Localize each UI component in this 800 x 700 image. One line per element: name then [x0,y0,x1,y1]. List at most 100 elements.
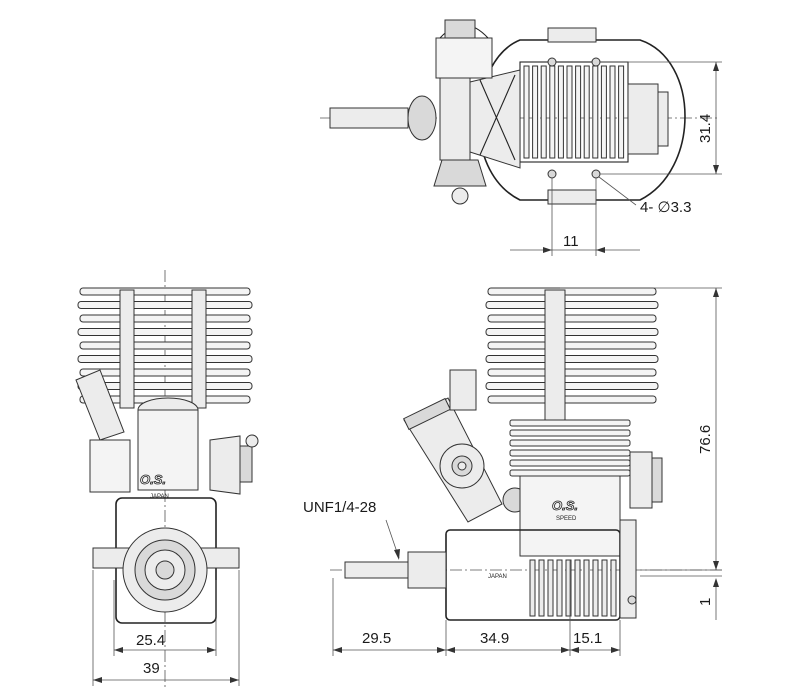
side-cyl-fin [509,429,631,437]
top-drive-washer [407,95,437,141]
top-backplate-cap [657,91,669,147]
side-case-rib [574,559,581,617]
side-case-ribs [529,559,617,617]
top-fin [575,65,582,159]
side-case-rib [601,559,608,617]
side-backplate-screw [627,595,637,605]
mount-hole [591,169,601,179]
mount-hole [591,57,601,67]
side-cyl-fin [509,469,631,477]
side-case-rib [583,559,590,617]
top-fin [566,65,573,159]
top-fin [583,65,590,159]
dim-arrow [446,647,455,653]
dim-arrow [611,647,620,653]
side-carb-screw-center [457,461,467,471]
top-fin [592,65,599,159]
side-carb-stack [449,369,477,411]
top-fin [600,65,607,159]
mount-hole [547,57,557,67]
front-fin [79,341,251,350]
top-fin [549,65,556,159]
dim-arrow [543,247,552,253]
front-head-rib [191,289,207,409]
side-case-rib [547,559,554,617]
front-needle-arm [75,369,125,441]
dim-arrow [570,647,579,653]
dim-arrow [114,647,123,653]
side-needle-cap [403,397,451,431]
side-front-housing [407,551,447,589]
side-fin [487,395,657,404]
side-backplate [619,519,637,619]
top-carb-needle [444,19,476,39]
front-fin [79,287,251,296]
front-side-fitting [209,435,241,495]
top-crankcase-rib2 [479,74,516,156]
side-cyl-fin [509,459,631,467]
side-exhaust-rim [651,457,663,503]
side-fin [485,355,659,363]
dim-arrow [713,288,719,297]
top-fins [523,65,625,159]
side-fin [487,368,657,377]
front-side-knob [245,434,259,448]
top-backplate [627,83,659,155]
front-fin [79,314,251,323]
dim-hole-label: 4- ∅3.3 [640,199,691,216]
dim-front-mount-label: 25.4 [136,632,165,649]
side-case-rib [529,559,536,617]
front-view: O.S. JAPAN 25.4 39 [75,270,259,690]
top-fin [609,65,616,159]
mount-hole [547,169,557,179]
dim-rear-length-label: 15.1 [573,630,602,647]
dim-top-height-label: 31.4 [697,114,714,143]
top-head-ear-bottom [547,189,597,205]
side-fins [485,287,659,404]
side-fin [487,314,657,323]
dim-arrow [207,647,216,653]
side-logo: O.S. [552,498,578,513]
side-fin [485,328,659,336]
thread-label: UNF1/4-28 [303,499,376,516]
front-carb [137,409,199,491]
front-fin [77,328,253,336]
front-carb-body [89,439,131,493]
dim-arrow [713,578,719,587]
side-cyl-fin [509,439,631,447]
top-shaft [329,107,409,129]
front-fin [79,368,251,377]
front-shaft-end [155,560,175,580]
dim-arrow [394,549,400,560]
dim-arrow [437,647,446,653]
side-shaft [344,561,409,579]
dim-crankcase-length-label: 34.9 [480,630,509,647]
dim-arrow [93,677,102,683]
top-fin [618,65,625,159]
side-fin [487,341,657,350]
top-crankcase-rib [479,79,516,161]
side-cyl-fin [509,449,631,457]
side-case-rib [556,559,563,617]
side-model: SPEED [556,516,577,522]
side-case-rib [592,559,599,617]
side-fin [485,301,659,309]
side-crankcase-upper [519,475,621,557]
dim-arrow [596,247,605,253]
top-front-housing [439,77,471,161]
top-fin [523,65,530,159]
front-side-cap [239,445,253,483]
top-fuel-nozzle [433,159,487,187]
front-fin [77,355,253,363]
dim-arrow [333,647,342,653]
side-cyl-fins [509,419,631,477]
top-fin [532,65,539,159]
dim-arrow [561,647,570,653]
side-japan: JAPAN [488,574,507,580]
dim-arrow [230,677,239,683]
top-fin [557,65,564,159]
dim-arrow [713,561,719,570]
dim-arrow [713,165,719,174]
front-head-rib [119,289,135,409]
